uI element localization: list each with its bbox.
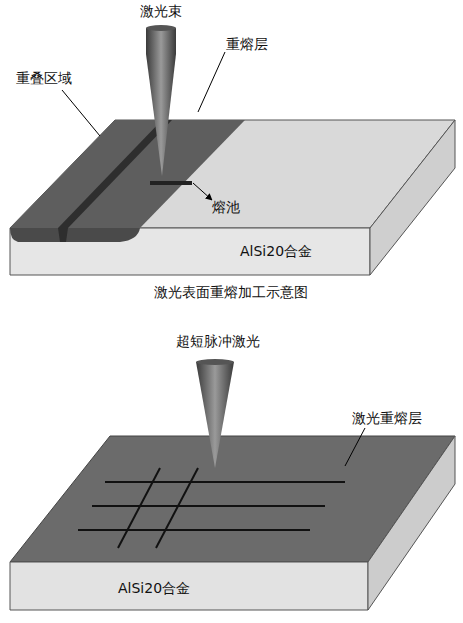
leader-line <box>345 428 365 466</box>
alloy-block-2 <box>10 436 455 610</box>
alloy-block-1 <box>10 120 455 275</box>
material-label: AlSi20合金 <box>240 243 312 260</box>
leader-line <box>62 90 100 136</box>
laser-beam <box>146 25 176 176</box>
leader-line <box>193 183 212 200</box>
beam-label: 激光束 <box>140 3 182 20</box>
beam-label: 超短脉冲激光 <box>176 333 260 350</box>
figure-caption: 激光表面重熔加工示意图 <box>154 284 308 301</box>
leader-line <box>198 52 225 112</box>
layer-label: 重熔层 <box>226 36 268 53</box>
pool-label: 熔池 <box>212 199 240 216</box>
material-label: AlSi20合金 <box>118 580 190 597</box>
laser-beam <box>196 359 234 468</box>
region-label: 重叠区域 <box>16 70 72 87</box>
layer-label: 激光重熔层 <box>352 410 422 427</box>
